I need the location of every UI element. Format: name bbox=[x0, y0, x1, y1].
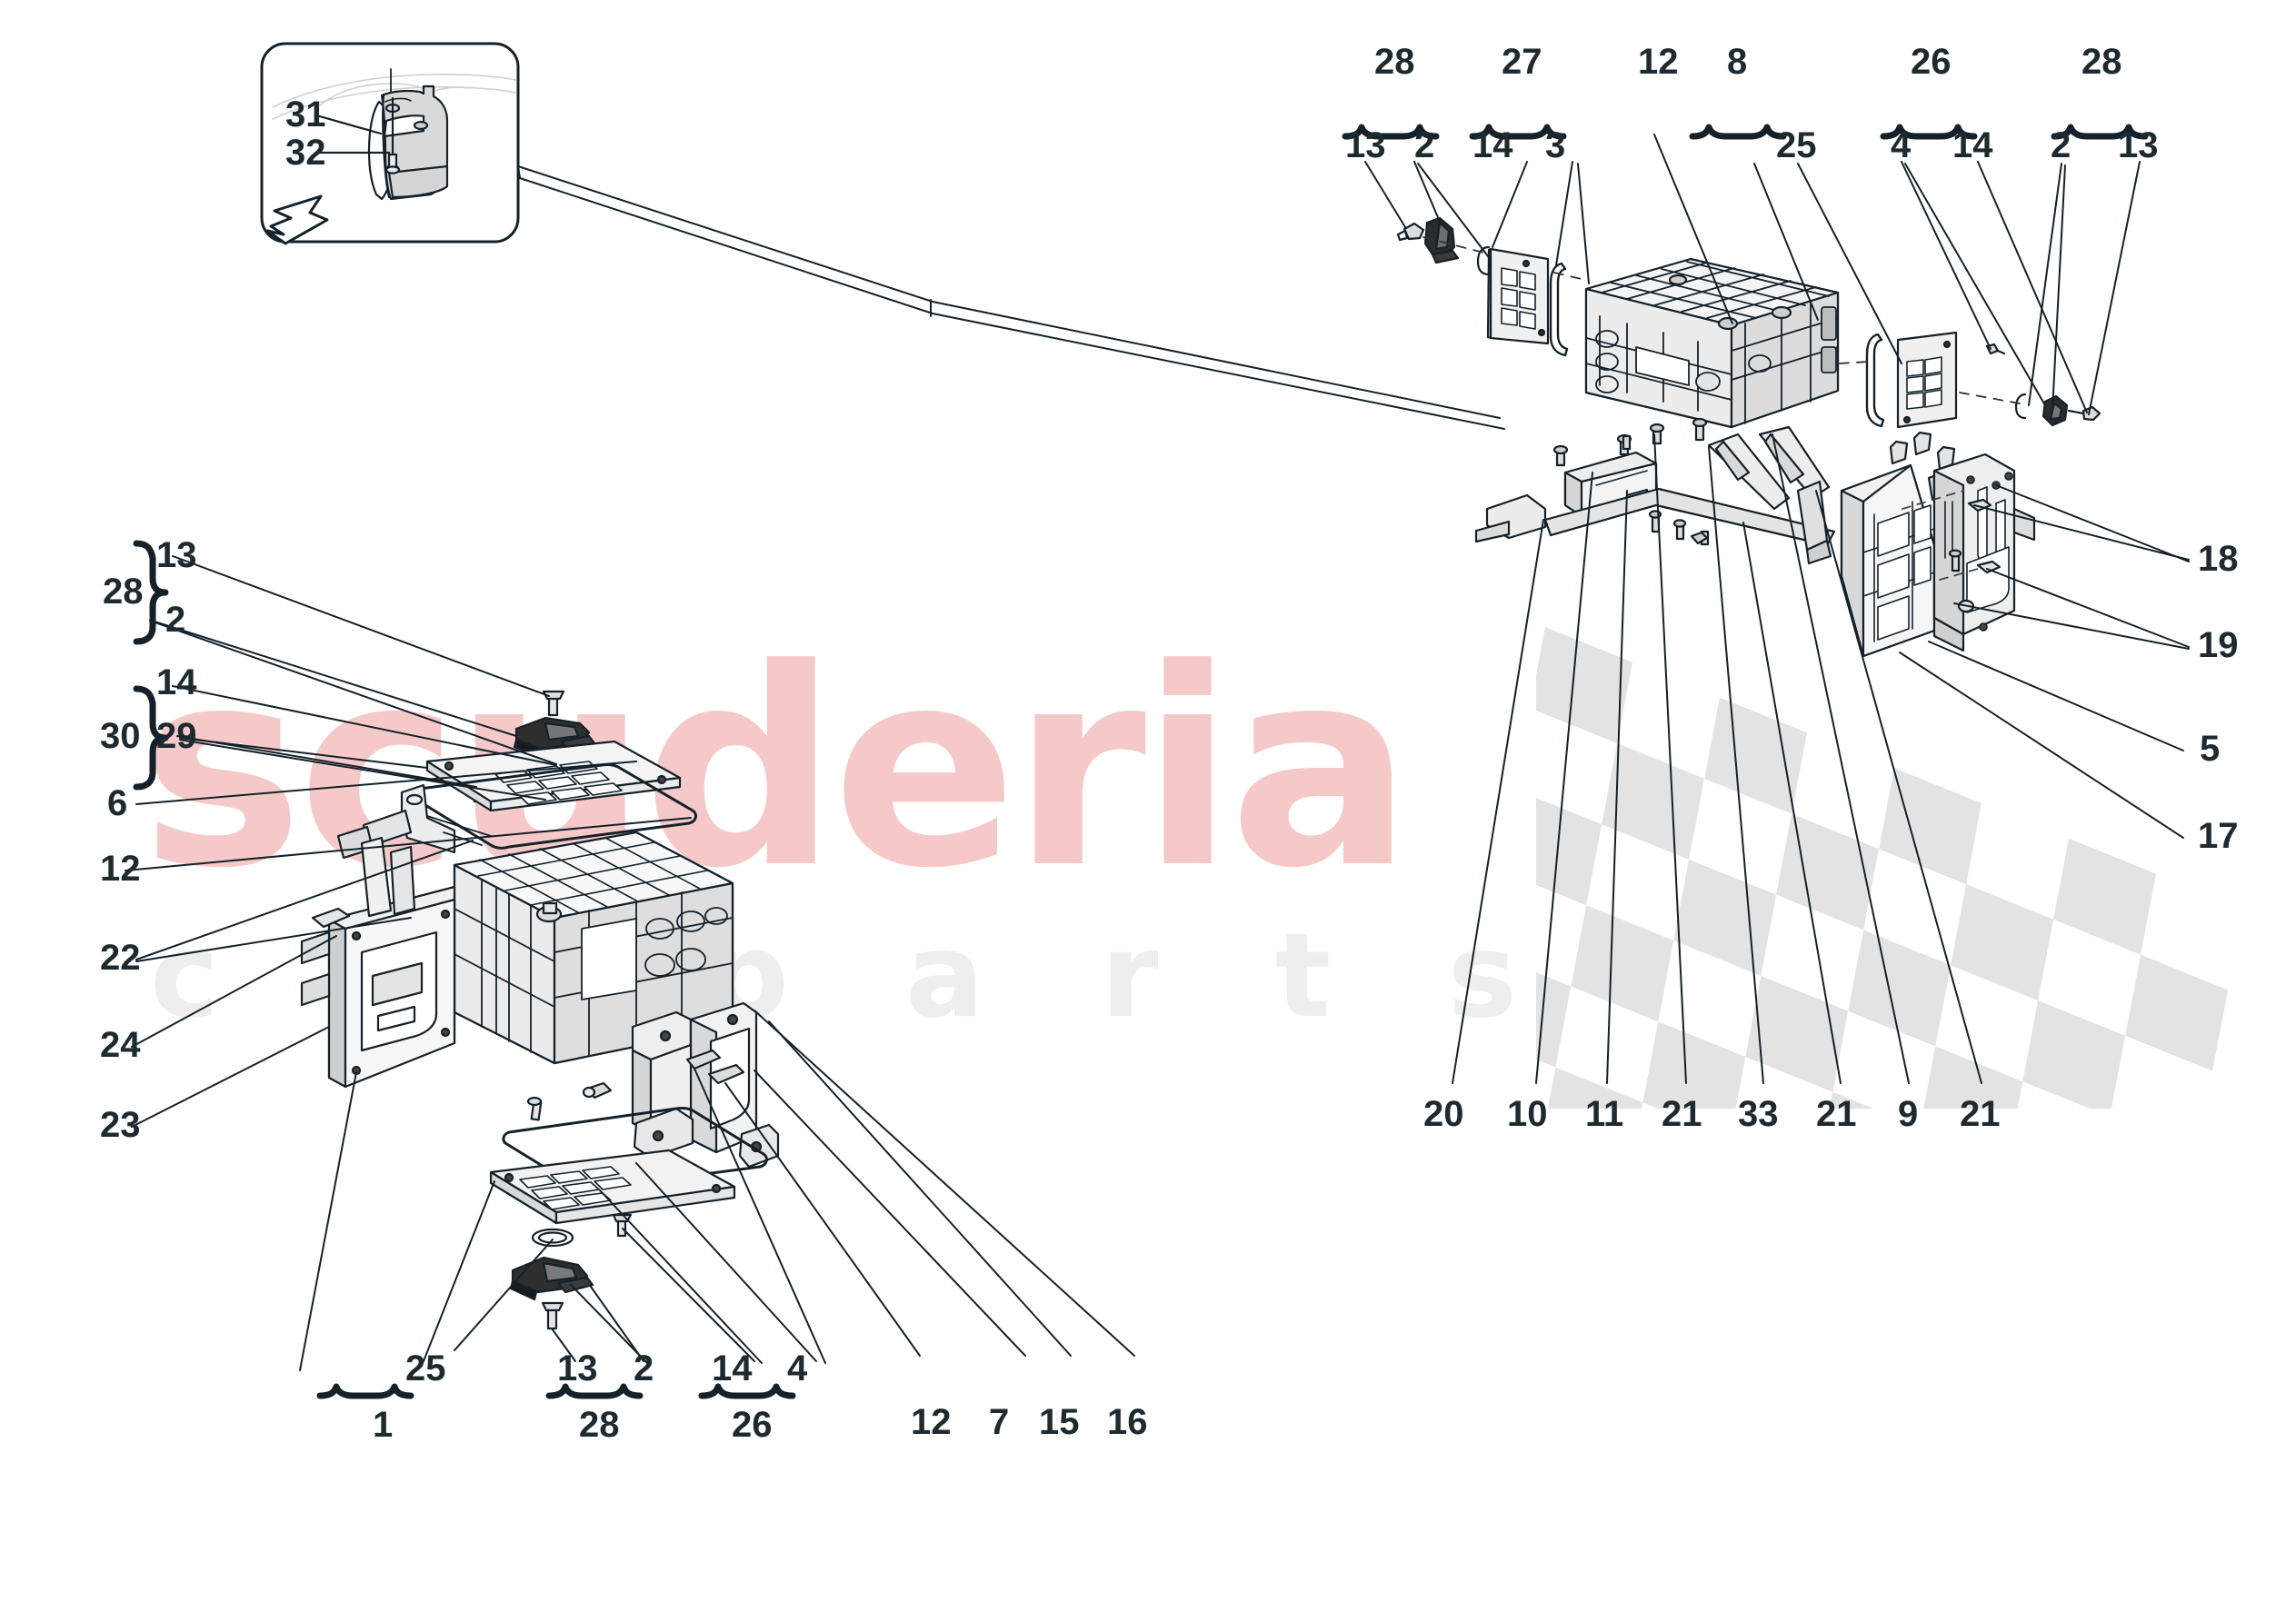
clip-part-13 bbox=[1396, 222, 1425, 242]
seal-ring-left bbox=[1476, 245, 1491, 276]
right-frame-bracket bbox=[631, 1001, 780, 1169]
seal-ring-bottom bbox=[531, 1228, 574, 1248]
bc-label-20: 20 bbox=[1423, 1094, 1464, 1134]
top-member-25: 25 bbox=[1776, 125, 1817, 165]
lower-cover-plate bbox=[489, 1149, 736, 1225]
bottom-single-16: 16 bbox=[1107, 1402, 1148, 1442]
bottom-member-25: 25 bbox=[405, 1348, 446, 1388]
left-main-assembly bbox=[300, 690, 780, 1330]
left-single-6: 6 bbox=[107, 783, 128, 823]
main-module-body bbox=[1584, 257, 1840, 429]
top-member-13-right: 13 bbox=[2118, 125, 2159, 165]
right-ecu-assembly bbox=[1840, 431, 2036, 658]
view-direction-arrow bbox=[265, 194, 329, 245]
lower-stud bbox=[526, 1096, 543, 1121]
top-member-14-right: 14 bbox=[1952, 125, 1993, 165]
left-single-12: 12 bbox=[100, 849, 141, 889]
inset-box bbox=[260, 42, 520, 245]
left-member-13: 13 bbox=[156, 535, 197, 575]
top-group-27: 27 bbox=[1502, 42, 1542, 82]
bottom-bracket-2 bbox=[509, 1256, 594, 1301]
bc-label-11: 11 bbox=[1585, 1094, 1624, 1134]
top-member-2-left: 2 bbox=[1414, 125, 1435, 165]
top-member-13-left: 13 bbox=[1345, 125, 1386, 165]
inset-connector-lines bbox=[517, 165, 1505, 430]
bc-label-21-b: 21 bbox=[1816, 1094, 1857, 1134]
bc-label-21-a: 21 bbox=[1662, 1094, 1702, 1134]
top-group-8: 8 bbox=[1727, 42, 1748, 82]
bottom-single-15: 15 bbox=[1039, 1402, 1080, 1442]
top-member-14: 14 bbox=[1472, 125, 1513, 165]
left-single-22: 22 bbox=[100, 938, 141, 978]
bc-label-10: 10 bbox=[1507, 1094, 1548, 1134]
left-member-2: 2 bbox=[165, 600, 186, 640]
cover-plate-left bbox=[1486, 247, 1550, 345]
main-housing bbox=[453, 831, 734, 1065]
top-member-3: 3 bbox=[1545, 125, 1566, 165]
right-label-5: 5 bbox=[2200, 729, 2221, 769]
top-group-26: 26 bbox=[1911, 42, 1952, 82]
gasket-right bbox=[1865, 333, 1885, 428]
bottom-member-4: 4 bbox=[787, 1348, 808, 1388]
bottom-member-2: 2 bbox=[634, 1348, 654, 1388]
left-group-30: 30 bbox=[100, 716, 141, 756]
support-frame-assembly bbox=[1474, 417, 1836, 565]
left-member-29: 29 bbox=[156, 716, 197, 756]
bottom-group-28: 28 bbox=[579, 1405, 620, 1445]
bracket-part-2-left bbox=[1423, 216, 1460, 264]
inset-bracket-part bbox=[367, 85, 449, 201]
top-module-assembly bbox=[1396, 216, 2101, 429]
gasket-left bbox=[1549, 262, 1569, 357]
right-fasteners bbox=[1948, 498, 2002, 613]
upper-left-bracket bbox=[336, 783, 492, 918]
bottom-screw-13 bbox=[541, 1301, 564, 1330]
inset-label-32: 32 bbox=[285, 133, 326, 173]
frame-bolts bbox=[1552, 417, 1710, 546]
leader-lines bbox=[125, 134, 2190, 1371]
bc-label-21-c: 21 bbox=[1960, 1094, 2001, 1134]
brace-marks bbox=[133, 124, 2149, 1399]
bc-label-9: 9 bbox=[1898, 1094, 1919, 1134]
inset-label-31: 31 bbox=[285, 95, 326, 134]
right-label-19: 19 bbox=[2198, 625, 2239, 665]
bottom-member-13: 13 bbox=[557, 1348, 598, 1388]
cover-plate-right bbox=[1896, 331, 1958, 429]
bottom-member-14: 14 bbox=[712, 1348, 753, 1388]
bottom-screw-small bbox=[612, 1213, 633, 1238]
lower-gasket bbox=[502, 1106, 768, 1191]
left-side-panel bbox=[300, 885, 456, 1089]
bottom-single-12: 12 bbox=[911, 1402, 952, 1442]
top-screw-13 bbox=[542, 690, 565, 717]
top-member-2-right: 2 bbox=[2051, 125, 2071, 165]
center-pin bbox=[582, 1081, 613, 1100]
seal-and-clip-right bbox=[2014, 393, 2101, 427]
left-group-28: 28 bbox=[103, 572, 144, 612]
bottom-group-1: 1 bbox=[373, 1405, 394, 1445]
top-group-28-left: 28 bbox=[1374, 42, 1415, 82]
right-label-18: 18 bbox=[2198, 539, 2239, 579]
bottom-group-26: 26 bbox=[732, 1405, 773, 1445]
top-single-12: 12 bbox=[1638, 42, 1679, 82]
bc-label-33: 33 bbox=[1738, 1094, 1779, 1134]
left-member-14: 14 bbox=[156, 662, 197, 702]
left-single-24: 24 bbox=[100, 1025, 141, 1065]
top-bracket-2 bbox=[513, 716, 596, 758]
top-member-4: 4 bbox=[1891, 125, 1912, 165]
bottom-single-7: 7 bbox=[989, 1402, 1010, 1442]
inset-screw-part bbox=[384, 96, 401, 174]
right-label-17: 17 bbox=[2198, 816, 2239, 856]
top-group-28-right: 28 bbox=[2081, 42, 2122, 82]
left-single-23: 23 bbox=[100, 1105, 141, 1145]
